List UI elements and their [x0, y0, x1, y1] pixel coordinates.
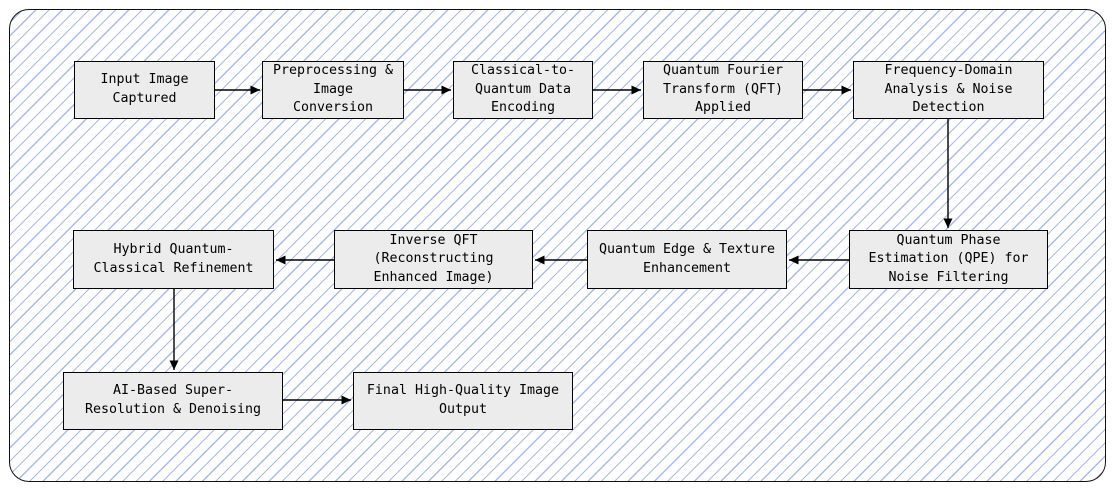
node-preprocessing-image-conversion: Preprocessing & Image Conversion — [262, 61, 404, 119]
node-frequency-domain-analysis: Frequency-Domain Analysis & Noise Detect… — [853, 61, 1044, 119]
node-quantum-edge-texture: Quantum Edge & Texture Enhancement — [587, 230, 787, 289]
node-classical-to-quantum-encoding: Classical-to- Quantum Data Encoding — [453, 61, 593, 119]
node-quantum-phase-estimation: Quantum Phase Estimation (QPE) for Noise… — [849, 230, 1048, 289]
node-hybrid-refinement: Hybrid Quantum- Classical Refinement — [73, 230, 274, 289]
node-ai-super-resolution: AI-Based Super- Resolution & Denoising — [63, 372, 283, 430]
node-inverse-qft: Inverse QFT (Reconstructing Enhanced Ima… — [334, 230, 533, 289]
node-input-image-captured: Input Image Captured — [74, 61, 215, 119]
node-final-output: Final High-Quality Image Output — [353, 372, 573, 430]
node-quantum-fourier-transform: Quantum Fourier Transform (QFT) Applied — [643, 61, 803, 119]
